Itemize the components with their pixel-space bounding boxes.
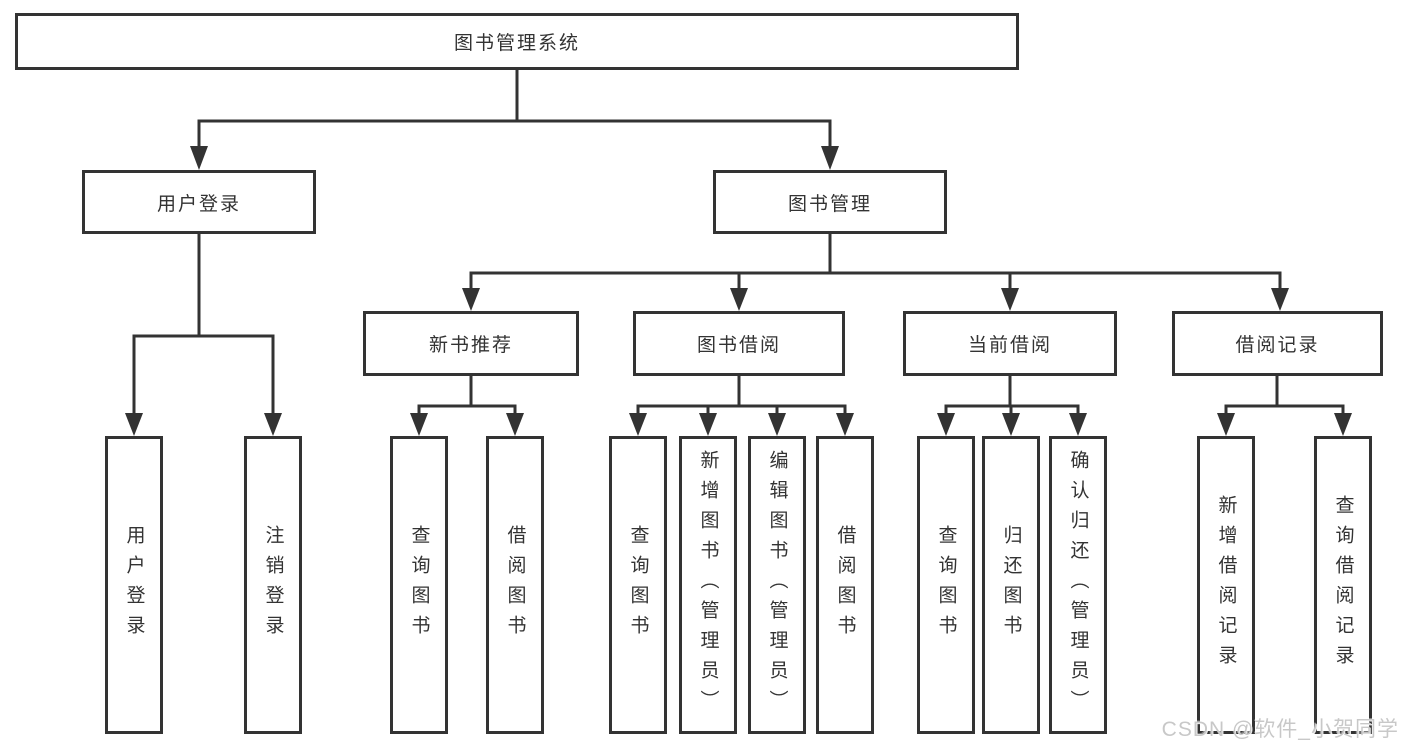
leaf-query-borrow-record: 查询借阅记录	[1314, 436, 1372, 734]
leaf-edit-books-admin: 编辑图书（管理员）	[748, 436, 806, 734]
leaf-query-books: 查询图书	[390, 436, 448, 734]
leaf-return-books: 归还图书	[982, 436, 1040, 734]
leaf-query-books: 查询图书	[917, 436, 975, 734]
node-current-borrow: 当前借阅	[903, 311, 1117, 376]
node-user-login: 用户登录	[82, 170, 316, 234]
leaf-add-books-admin: 新增图书（管理员）	[679, 436, 737, 734]
csdn-watermark: CSDN @软件_小贺同学	[1161, 718, 1399, 741]
node-book-management: 图书管理	[713, 170, 947, 234]
node-new-book-recommend: 新书推荐	[363, 311, 579, 376]
leaf-borrow-books: 借阅图书	[486, 436, 544, 734]
node-borrow-records: 借阅记录	[1172, 311, 1383, 376]
leaf-query-books: 查询图书	[609, 436, 667, 734]
node-book-borrow: 图书借阅	[633, 311, 845, 376]
leaf-logout: 注销登录	[244, 436, 302, 734]
leaf-add-borrow-record: 新增借阅记录	[1197, 436, 1255, 734]
leaf-confirm-return-admin: 确认归还（管理员）	[1049, 436, 1107, 734]
node-root-system: 图书管理系统	[15, 13, 1019, 70]
leaf-borrow-books: 借阅图书	[816, 436, 874, 734]
arrowheads	[125, 146, 1352, 436]
leaf-user-login: 用户登录	[105, 436, 163, 734]
